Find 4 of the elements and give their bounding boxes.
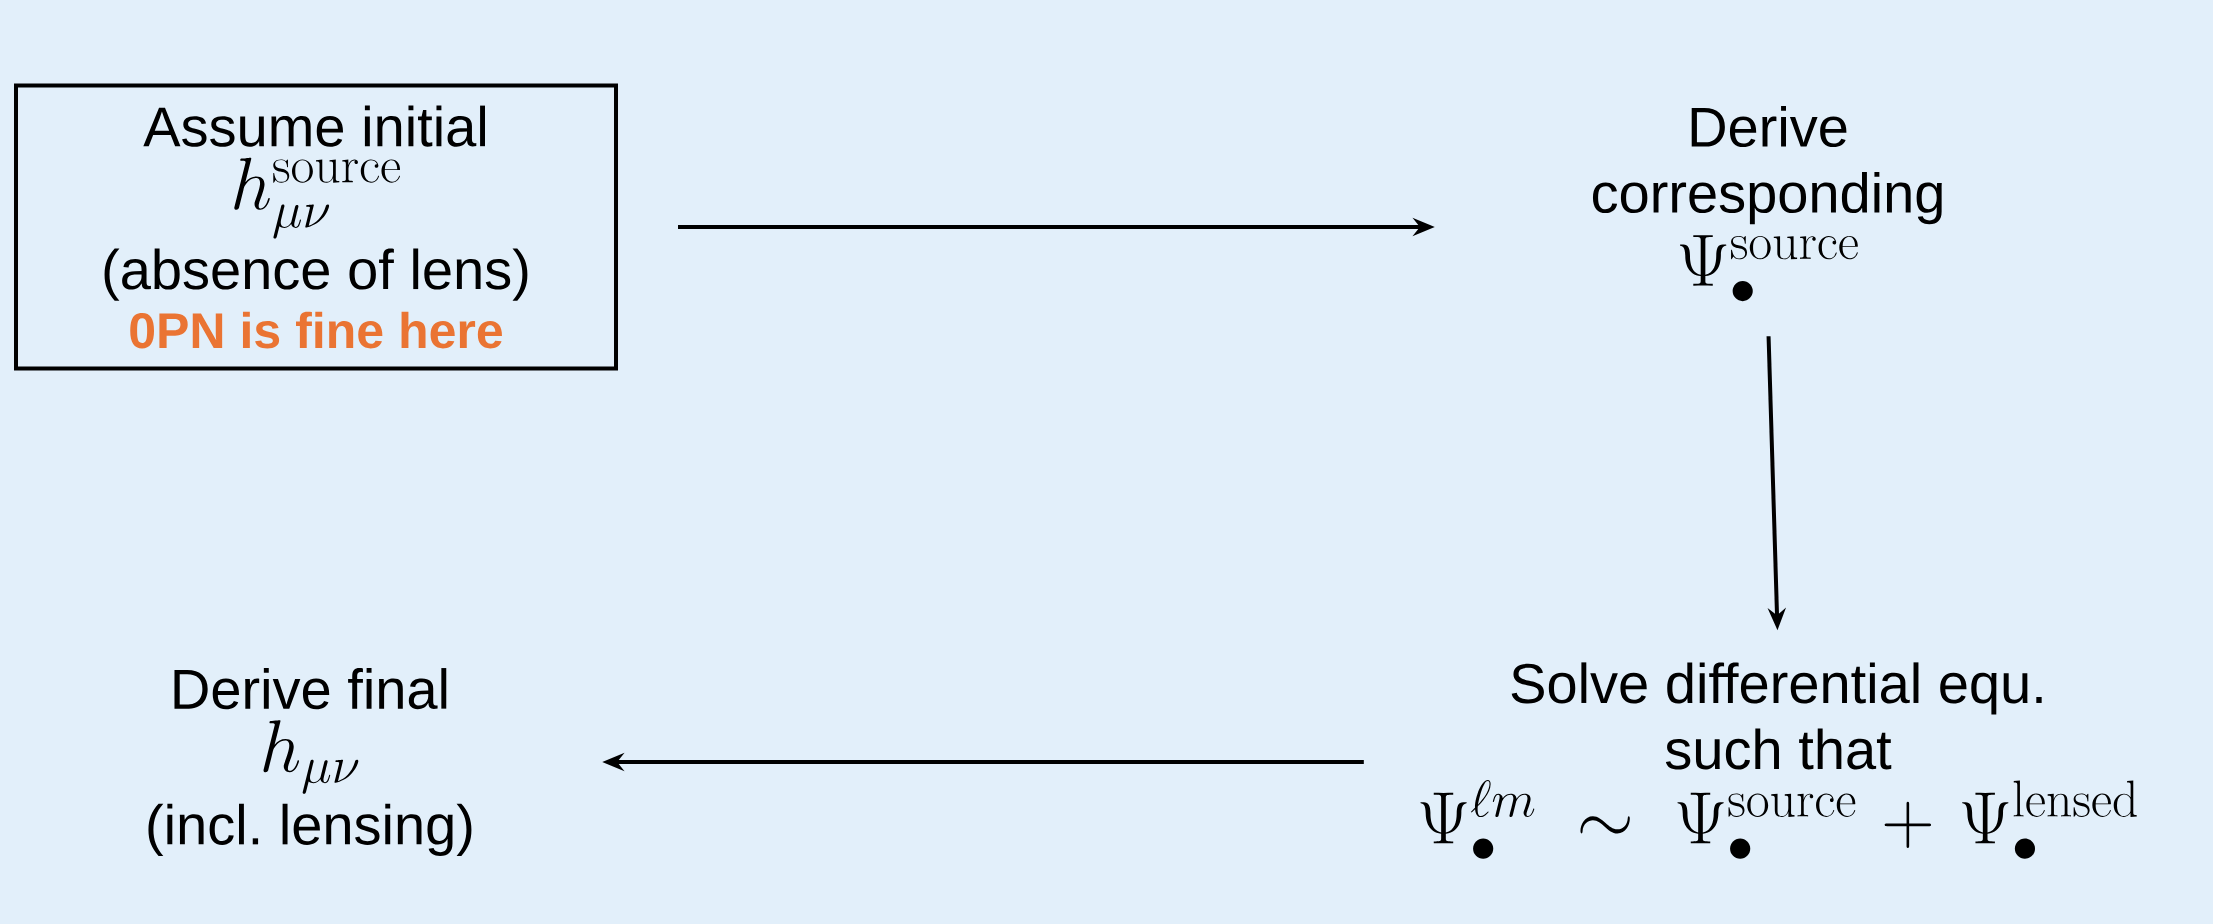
step-text: Derive final $h_{\mu\nu}$ (incl. lensing): [148, 668, 472, 856]
step-text: Solve differential equ. such that $\Psi^{\ell m}_{\bullet}\sim \Psi^{\mathrm{source}}_{\bullet}+\Psi^{\mathrm{lensed}}_{\bullet}$: [1420, 662, 2137, 859]
process-box: Assume initial $h^{\mathrm{source}}_{\mu\nu}$ (absence of lens) 0PN is fine here: [14, 83, 618, 371]
step-text: Derive corresponding $\Psi^{\mathrm{source}}_{\bullet}$: [1592, 105, 1942, 302]
